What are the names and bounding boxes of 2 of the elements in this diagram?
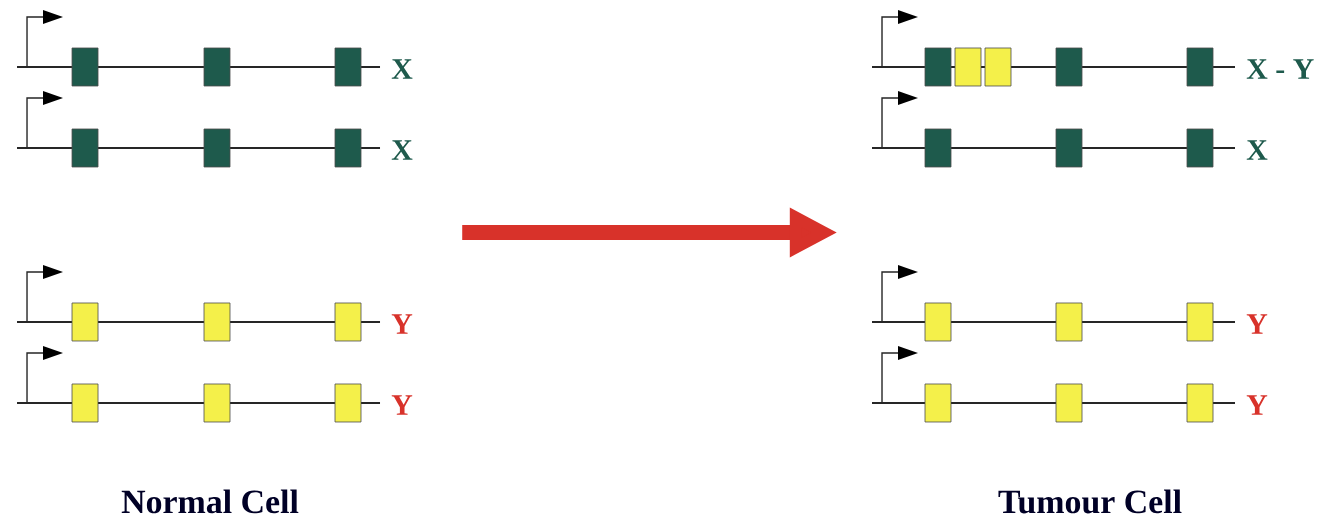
node-label: Tumour Cell [998,489,1182,514]
node-label: Normal Cell [121,489,299,514]
